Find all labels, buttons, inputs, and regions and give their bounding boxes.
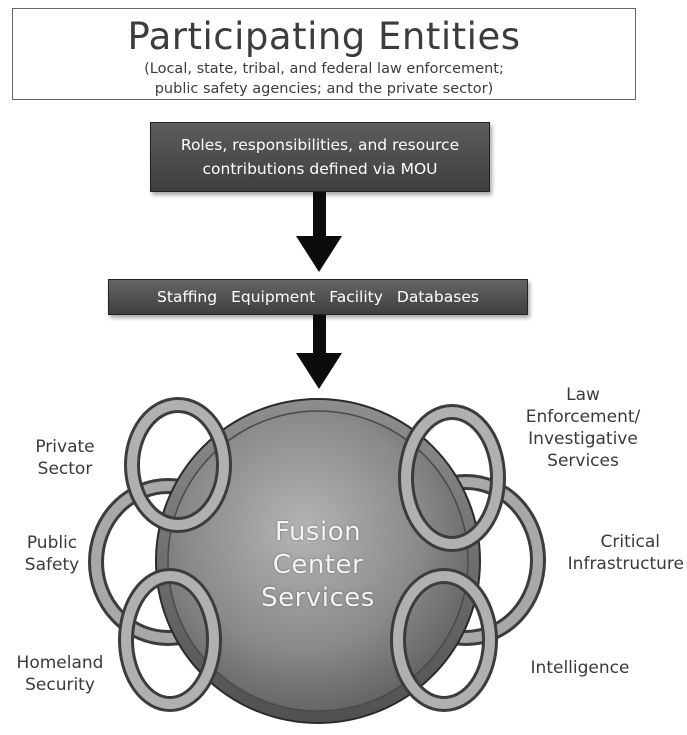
ring-right-bottom <box>390 568 498 712</box>
label-homeland-security-line-2: Security <box>25 675 95 695</box>
label-critical-infrastructure: Critical Infrastructure <box>552 531 684 575</box>
label-intelligence-line-1: Intelligence <box>530 658 630 678</box>
arrow-2-head-icon <box>296 353 342 389</box>
label-law-enforcement-line-2: Enforcement/ <box>525 407 641 427</box>
resource-facility: Facility <box>329 288 383 306</box>
label-private-sector: Private Sector <box>20 436 110 480</box>
center-line-3: Services <box>261 583 375 613</box>
fusion-center-label: Fusion Center Services <box>233 516 403 615</box>
label-law-enforcement: Law Enforcement/ Investigative Services <box>520 384 646 472</box>
diagram-title: Participating Entities <box>127 15 521 58</box>
label-private-sector-line-1: Private <box>35 437 95 457</box>
resource-equipment: Equipment <box>231 288 316 306</box>
subtitle-line-2: public safety agencies; and the private … <box>154 81 494 97</box>
label-public-safety: Public Safety <box>12 532 92 576</box>
rings-front <box>118 397 506 712</box>
label-law-enforcement-line-1: Law <box>566 385 600 405</box>
subtitle-line-1: (Local, state, tribal, and federal law e… <box>144 61 504 77</box>
resource-databases: Databases <box>396 288 479 306</box>
label-critical-infrastructure-line-1: Critical <box>600 532 660 552</box>
resources-bar: Staffing Equipment Facility Databases <box>108 279 528 315</box>
label-intelligence: Intelligence <box>522 657 638 679</box>
mou-box: Roles, responsibilities, and resource co… <box>150 122 490 192</box>
label-law-enforcement-line-4: Services <box>547 451 619 471</box>
arrow-2-shaft <box>313 315 326 355</box>
ring-left-bottom <box>118 568 222 712</box>
arrow-1-head-icon <box>296 236 342 272</box>
center-line-2: Center <box>272 550 364 580</box>
mou-line-1: Roles, responsibilities, and resource <box>180 136 460 154</box>
ring-left-top <box>124 397 232 533</box>
label-public-safety-line-1: Public <box>26 533 78 553</box>
label-law-enforcement-line-3: Investigative <box>528 429 638 449</box>
label-critical-infrastructure-line-2: Infrastructure <box>567 554 684 574</box>
label-homeland-security-line-1: Homeland <box>16 653 104 673</box>
ring-right-top <box>398 404 506 552</box>
label-private-sector-line-2: Sector <box>37 459 93 479</box>
resource-staffing: Staffing <box>157 288 218 306</box>
label-public-safety-line-2: Safety <box>24 555 80 575</box>
participating-entities-box: Participating Entities (Local, state, tr… <box>12 8 636 100</box>
mou-line-2: contributions defined via MOU <box>202 160 438 178</box>
label-homeland-security: Homeland Security <box>4 652 116 696</box>
arrow-1-shaft <box>313 192 326 238</box>
center-line-1: Fusion <box>274 517 362 547</box>
